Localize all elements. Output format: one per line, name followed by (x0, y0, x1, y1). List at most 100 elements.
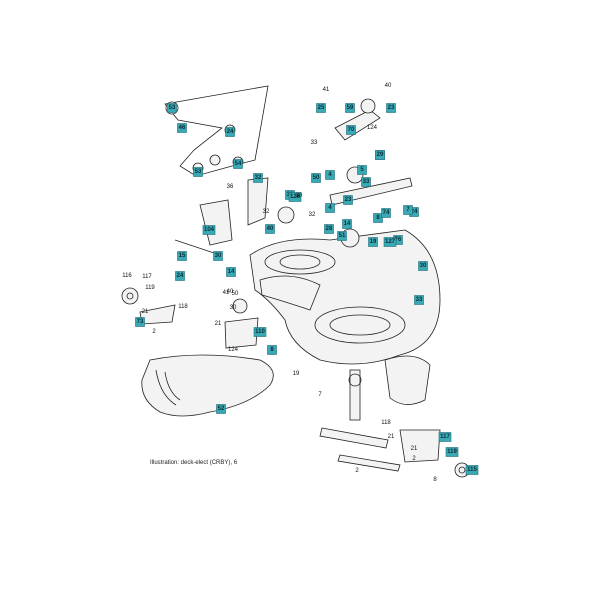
right-mount-bracket (399, 429, 470, 478)
callout-number-plain: 19 (293, 371, 300, 377)
callout-box: 53 (167, 103, 177, 113)
callout-number: 4 (328, 172, 332, 178)
callout-number: 14 (228, 269, 235, 275)
callout-box: 70 (346, 125, 356, 135)
callout-box: 8 (373, 213, 383, 223)
callout-box: 104 (202, 225, 216, 235)
callout-number: 40 (267, 226, 274, 232)
callout-number: 33 (416, 297, 423, 303)
callout-number-plain: 2 (152, 329, 156, 335)
callout-number: 23 (388, 105, 395, 111)
callout-number-plain: 36 (227, 184, 234, 190)
callout-box: 53 (193, 167, 203, 177)
callout-box: 14 (226, 267, 236, 277)
callout-box: 52 (216, 404, 226, 414)
callout-number: 117 (440, 434, 450, 440)
callout-number: 29 (377, 152, 384, 158)
callout-number-plain: 118 (381, 420, 391, 426)
callout-number: 76 (395, 237, 402, 243)
spindle-blade-assembly (319, 369, 401, 472)
callout-number-plain: 119 (145, 285, 155, 291)
callout-number: 52 (218, 406, 225, 412)
callout-number: 33 (363, 179, 370, 185)
callout-number-plain: 2 (355, 468, 359, 474)
callout-box: 117 (438, 432, 452, 442)
callout-box: 46 (177, 123, 187, 133)
callout-number: 28 (326, 226, 333, 232)
callout-number: 5 (360, 167, 364, 173)
callout-box: 119 (445, 447, 459, 457)
callout-number: 8 (270, 347, 274, 353)
callout-number-plain: 41 (223, 290, 230, 296)
callout-box: 24 (175, 271, 185, 281)
callout-number: 30 (420, 263, 427, 269)
callout-number-plain: 124 (228, 347, 239, 353)
callout-number: 54 (235, 161, 242, 167)
callout-box: 51 (337, 231, 347, 241)
callout-number-plain: 21 (215, 321, 222, 327)
mower-deck-housing (249, 229, 441, 365)
callout-number-plain: 21 (411, 446, 418, 452)
callout-number-plain: 117 (142, 274, 152, 280)
callout-number-plain: 116 (122, 273, 132, 279)
side-guard (384, 355, 431, 405)
callout-box: 5 (357, 165, 367, 175)
callout-number: 19 (370, 239, 377, 245)
callout-box: 23 (386, 103, 396, 113)
callout-number-plain: 8 (433, 477, 437, 483)
callout-number: 7 (406, 207, 410, 213)
callout-box: 30 (213, 251, 223, 261)
callout-number: 14 (344, 221, 351, 227)
callout-number: 70 (348, 127, 355, 133)
callout-box: 40 (265, 224, 275, 234)
callout-number-plain: 32 (263, 209, 270, 215)
callout-number-plain: 33 (311, 140, 318, 146)
callout-number-plain: 21 (388, 434, 395, 440)
callout-number-plain: 50 (232, 291, 239, 297)
callout-number-plain: 2 (412, 456, 416, 462)
callout-number-plain: 21 (142, 309, 149, 315)
callout-box: 59 (345, 103, 355, 113)
callout-number: 127 (385, 239, 396, 245)
callout-number: 23 (345, 197, 352, 203)
callout-number-plain: 30 (230, 305, 237, 311)
callout-number-plain: 32 (309, 212, 316, 218)
callout-number-plain: 124 (367, 125, 378, 131)
callout-box: 33 (414, 295, 424, 305)
callout-box: 110 (253, 327, 267, 337)
callout-number: 104 (204, 227, 215, 233)
callout-number: 73 (137, 319, 144, 325)
callout-number: 25 (318, 105, 325, 111)
diagram-footer-note: Illustration: deck-elect (CRBY), 6 (150, 460, 238, 466)
callout-number: 46 (179, 125, 186, 131)
callout-box: 32 (253, 173, 263, 183)
callout-box: 127 (383, 237, 397, 247)
callout-number: 15 (179, 253, 186, 259)
callout-number: 115 (467, 467, 477, 473)
callout-number: 51 (339, 233, 346, 239)
callout-box: 7 (403, 205, 413, 215)
callout-number: 59 (347, 105, 354, 111)
callout-number: 24 (177, 273, 184, 279)
callout-number: 119 (447, 449, 457, 455)
callout-number: 110 (255, 329, 265, 335)
callout-box: 4 (325, 170, 335, 180)
callout-box: 50 (311, 173, 321, 183)
callout-box: 19 (368, 237, 378, 247)
callout-number: 53 (169, 105, 176, 111)
callout-number: 53 (195, 169, 202, 175)
discharge-chute (141, 354, 274, 417)
callout-box: 54 (233, 159, 243, 169)
callout-number-plain: 41 (323, 87, 330, 93)
callout-number-plain: 40 (385, 83, 392, 89)
callout-box: 29 (375, 150, 385, 160)
callout-box: 24 (225, 127, 235, 137)
callout-number: 4 (328, 205, 332, 211)
callout-box: 4 (325, 203, 335, 213)
callout-box: 126 (288, 192, 302, 202)
callout-box: 115 (465, 465, 479, 475)
callout-box: 73 (135, 317, 145, 327)
callout-number: 32 (255, 175, 262, 181)
callout-box: 30 (418, 261, 428, 271)
